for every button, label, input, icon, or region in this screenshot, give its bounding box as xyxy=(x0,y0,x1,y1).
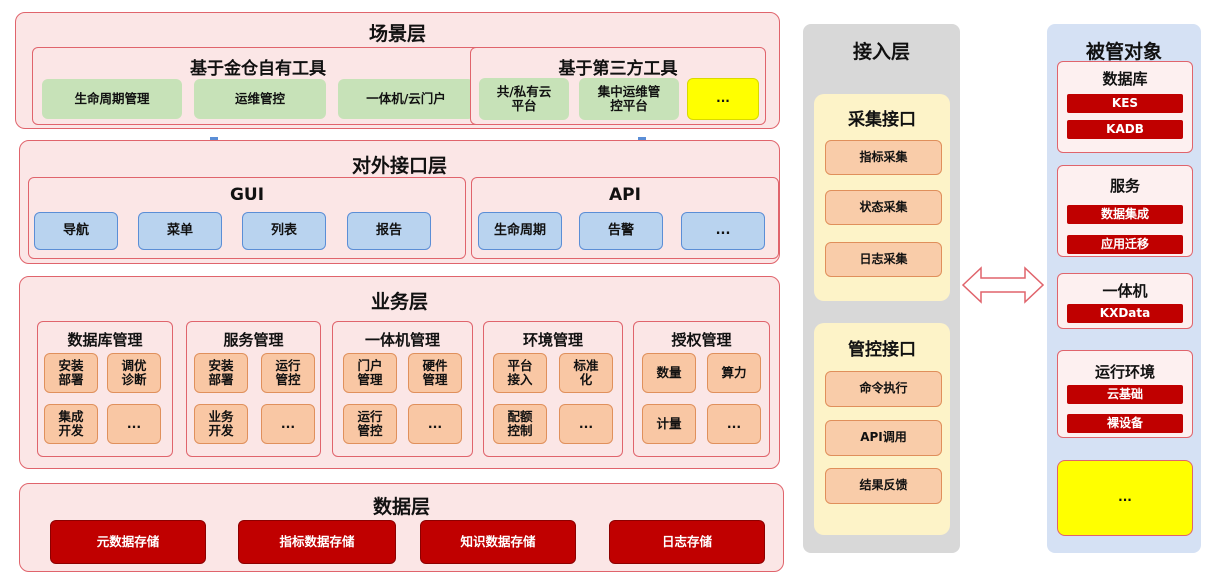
kxdata-tag[interactable]: KXData xyxy=(1067,304,1183,323)
lifecycle-mgmt-box[interactable]: 生命周期管理 xyxy=(42,79,182,119)
license-more-box[interactable]: ... xyxy=(707,404,761,444)
hardware-mgmt-box[interactable]: 硬件管理 xyxy=(408,353,462,393)
business-layer: 业务层 数据库管理 安装部署 调优诊断 集成开发 ... 服务管理 安装部署 运… xyxy=(19,276,780,469)
gui-group: GUI 导航 菜单 列表 报告 xyxy=(28,177,466,259)
service-mgmt-title: 服务管理 xyxy=(223,331,284,349)
data-integration-tag[interactable]: 数据集成 xyxy=(1067,205,1183,224)
object-database-title: 数据库 xyxy=(1102,70,1148,88)
own-tools-title: 基于金仓自有工具 xyxy=(190,59,326,79)
object-service-title: 服务 xyxy=(1109,177,1140,195)
db-mgmt-title: 数据库管理 xyxy=(67,331,143,349)
access-layer: 接入层 采集接口 指标采集 状态采集 日志采集 管控接口 命令执行 API调用 … xyxy=(803,24,960,553)
db-tuning-box[interactable]: 调优诊断 xyxy=(107,353,161,393)
managed-objects-title: 被管对象 xyxy=(1085,41,1162,63)
own-tools-group: 基于金仓自有工具 生命周期管理 运维管控 一体机/云门户 xyxy=(32,47,484,125)
third-party-group: 基于第三方工具 共/私有云平台 集中运维管控平台 ... xyxy=(470,47,766,125)
appliance-portal-box[interactable]: 一体机/云门户 xyxy=(338,79,474,119)
api-more-box[interactable]: ... xyxy=(681,212,765,250)
license-mgmt-title: 授权管理 xyxy=(671,331,732,349)
interface-layer: 对外接口层 GUI 导航 菜单 列表 报告 API 生命周期 告警 ... xyxy=(19,140,780,264)
service-dev-box[interactable]: 业务开发 xyxy=(194,404,248,444)
third-party-title: 基于第三方工具 xyxy=(558,59,678,79)
db-more-box[interactable]: ... xyxy=(107,404,161,444)
service-more-box[interactable]: ... xyxy=(261,404,315,444)
metering-box[interactable]: 计量 xyxy=(642,404,696,444)
appliance-mgmt-group: 一体机管理 门户管理 硬件管理 运行管控 ... xyxy=(332,321,473,457)
kes-tag[interactable]: KES xyxy=(1067,94,1183,113)
cloud-platform-box[interactable]: 共/私有云平台 xyxy=(479,78,569,120)
platform-access-box[interactable]: 平台接入 xyxy=(493,353,547,393)
env-mgmt-title: 环境管理 xyxy=(522,331,583,349)
control-interface-title: 管控接口 xyxy=(848,340,916,360)
object-service-group: 服务 数据集成 应用迁移 xyxy=(1057,165,1193,257)
business-layer-title: 业务层 xyxy=(370,291,428,313)
license-mgmt-group: 授权管理 数量 算力 计量 ... xyxy=(633,321,770,457)
db-integration-box[interactable]: 集成开发 xyxy=(44,404,98,444)
api-title: API xyxy=(609,185,641,205)
api-group: API 生命周期 告警 ... xyxy=(471,177,779,259)
command-exec-box[interactable]: 命令执行 xyxy=(825,371,942,407)
appliance-more-box[interactable]: ... xyxy=(408,404,462,444)
interface-layer-title: 对外接口层 xyxy=(351,155,447,177)
env-mgmt-group: 环境管理 平台接入 标准化 配额控制 ... xyxy=(483,321,623,457)
env-more-box[interactable]: ... xyxy=(559,404,613,444)
scene-layer: 场景层 基于金仓自有工具 生命周期管理 运维管控 一体机/云门户 基于第三方工具… xyxy=(15,12,780,129)
service-install-box[interactable]: 安装部署 xyxy=(194,353,248,393)
object-appliance-title: 一体机 xyxy=(1102,282,1148,300)
app-migration-tag[interactable]: 应用迁移 xyxy=(1067,235,1183,254)
list-box[interactable]: 列表 xyxy=(242,212,326,250)
central-ops-platform-box[interactable]: 集中运维管控平台 xyxy=(579,78,679,120)
object-runtime-env-group: 运行环境 云基础 裸设备 xyxy=(1057,350,1193,438)
menu-box[interactable]: 菜单 xyxy=(138,212,222,250)
api-call-box[interactable]: API调用 xyxy=(825,420,942,456)
metadata-storage-box[interactable]: 元数据存储 xyxy=(50,520,206,564)
bare-device-tag[interactable]: 裸设备 xyxy=(1067,414,1183,433)
status-collect-box[interactable]: 状态采集 xyxy=(825,190,942,225)
log-storage-box[interactable]: 日志存储 xyxy=(609,520,765,564)
appliance-mgmt-title: 一体机管理 xyxy=(364,331,440,349)
control-interface-group: 管控接口 命令执行 API调用 结果反馈 xyxy=(814,323,950,535)
object-appliance-group: 一体机 KXData xyxy=(1057,273,1193,329)
metric-collect-box[interactable]: 指标采集 xyxy=(825,140,942,175)
object-runtime-env-title: 运行环境 xyxy=(1094,363,1155,381)
scene-layer-title: 场景层 xyxy=(368,23,426,45)
double-arrow-icon xyxy=(962,266,1044,304)
quota-control-box[interactable]: 配额控制 xyxy=(493,404,547,444)
db-install-box[interactable]: 安装部署 xyxy=(44,353,98,393)
log-collect-box[interactable]: 日志采集 xyxy=(825,242,942,277)
api-alert-box[interactable]: 告警 xyxy=(579,212,663,250)
data-layer: 数据层 元数据存储 指标数据存储 知识数据存储 日志存储 xyxy=(19,483,784,572)
gui-title: GUI xyxy=(229,185,265,205)
quantity-box[interactable]: 数量 xyxy=(642,353,696,393)
nav-box[interactable]: 导航 xyxy=(34,212,118,250)
data-layer-title: 数据层 xyxy=(372,496,430,518)
ops-control-box[interactable]: 运维管控 xyxy=(194,79,326,119)
managed-objects: 被管对象 数据库 KES KADB 服务 数据集成 应用迁移 一体机 KXDat… xyxy=(1047,24,1201,553)
api-lifecycle-box[interactable]: 生命周期 xyxy=(478,212,562,250)
third-party-more-box[interactable]: ... xyxy=(687,78,759,120)
knowledge-storage-box[interactable]: 知识数据存储 xyxy=(420,520,576,564)
service-mgmt-group: 服务管理 安装部署 运行管控 业务开发 ... xyxy=(186,321,321,457)
portal-mgmt-box[interactable]: 门户管理 xyxy=(343,353,397,393)
metric-storage-box[interactable]: 指标数据存储 xyxy=(238,520,396,564)
object-more-box[interactable]: ... xyxy=(1057,460,1193,536)
db-mgmt-group: 数据库管理 安装部署 调优诊断 集成开发 ... xyxy=(37,321,173,457)
collect-interface-title: 采集接口 xyxy=(848,110,916,130)
result-feedback-box[interactable]: 结果反馈 xyxy=(825,468,942,504)
report-box[interactable]: 报告 xyxy=(347,212,431,250)
collect-interface-group: 采集接口 指标采集 状态采集 日志采集 xyxy=(814,94,950,301)
access-layer-title: 接入层 xyxy=(852,41,910,63)
appliance-runtime-box[interactable]: 运行管控 xyxy=(343,404,397,444)
cloud-infra-tag[interactable]: 云基础 xyxy=(1067,385,1183,404)
compute-box[interactable]: 算力 xyxy=(707,353,761,393)
kadb-tag[interactable]: KADB xyxy=(1067,120,1183,139)
object-database-group: 数据库 KES KADB xyxy=(1057,61,1193,153)
standardize-box[interactable]: 标准化 xyxy=(559,353,613,393)
service-runtime-box[interactable]: 运行管控 xyxy=(261,353,315,393)
